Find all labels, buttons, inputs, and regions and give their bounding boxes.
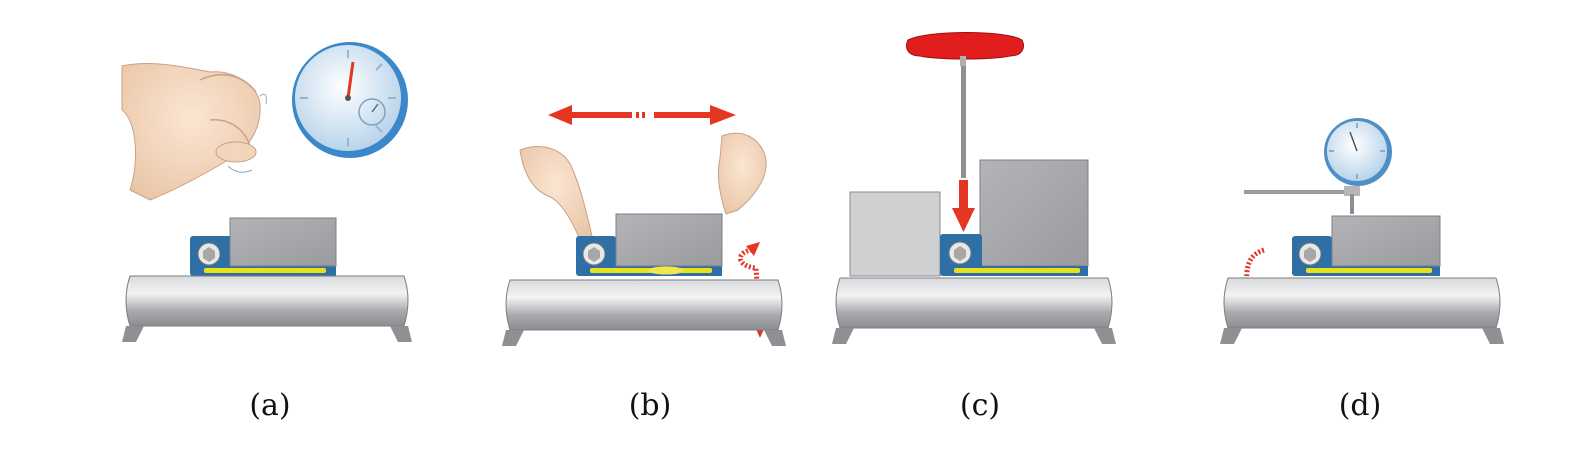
t-handle-wrench-icon — [906, 32, 1024, 178]
panel-d: (d) — [1200, 0, 1520, 455]
caption-c: (c) — [959, 388, 1001, 423]
block-icon — [979, 159, 1089, 267]
caption-b: (b) — [628, 388, 672, 423]
panel-c-illustration — [832, 32, 1116, 344]
panel-d-illustration — [1220, 118, 1504, 344]
strain-gauge-icon — [940, 234, 1088, 276]
panel-a-illustration — [121, 42, 412, 342]
panel-a: (a) — [110, 0, 430, 455]
strain-gauge-icon — [576, 236, 722, 276]
pipe-icon — [832, 277, 1116, 344]
pipe-icon — [502, 279, 786, 346]
panel-b-illustration — [502, 105, 786, 346]
arrow-icon — [548, 105, 736, 125]
caption-d: (d) — [1338, 388, 1382, 423]
dial-indicator-icon — [1244, 118, 1392, 214]
strain-gauge-icon — [1292, 236, 1440, 276]
panel-b: (b) — [490, 0, 810, 455]
block-icon — [615, 213, 723, 267]
block-icon — [1331, 215, 1441, 267]
panel-c: (c) — [820, 0, 1140, 455]
hands-icon — [121, 63, 267, 201]
pipe-icon — [122, 275, 412, 342]
caption-a: (a) — [249, 388, 291, 423]
block-icon — [849, 191, 941, 277]
strain-gauge-icon — [190, 236, 336, 276]
arrow-icon — [952, 180, 975, 232]
hands-icon — [519, 132, 767, 241]
stopwatch-icon — [292, 42, 408, 158]
pipe-icon — [1220, 277, 1504, 344]
block-icon — [229, 217, 337, 267]
